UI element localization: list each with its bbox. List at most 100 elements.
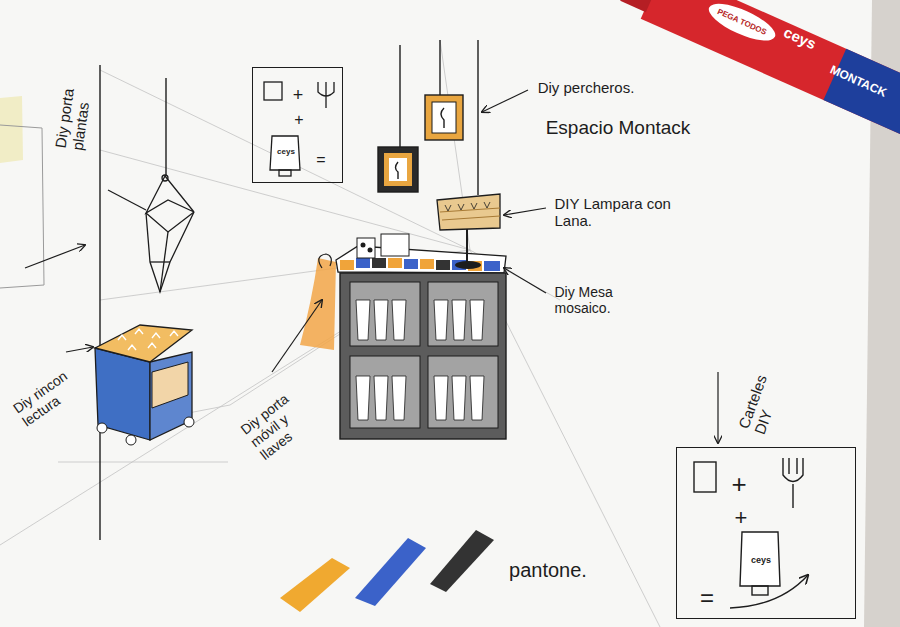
cube-shelf <box>470 376 484 420</box>
reading-nook <box>95 325 192 362</box>
wall-corner <box>439 40 440 95</box>
cube-shelf <box>350 282 420 346</box>
cube-shelf <box>374 376 388 420</box>
perspective-lines <box>0 250 470 545</box>
cube-shelf <box>434 300 448 340</box>
note-text: Diy percheros. <box>538 79 635 96</box>
box-text: + <box>294 111 303 129</box>
note-text: pantone. <box>509 559 587 582</box>
colour-swatches <box>280 558 350 612</box>
sign-recipe-top <box>264 82 334 176</box>
box-text: = <box>700 584 714 612</box>
perspective-lines <box>58 462 228 463</box>
hanging-planter <box>146 212 194 292</box>
phone-holder <box>300 258 336 350</box>
sign-recipe-bottom <box>752 586 768 595</box>
leader-arrows <box>25 245 85 268</box>
title-text: Espacio Montack <box>546 117 691 139</box>
note-text: Diy porta plantas <box>52 72 97 151</box>
coat-hook-frames <box>396 162 399 179</box>
note-text: Diy porta móvil y llaves <box>237 377 328 463</box>
cube-shelf <box>434 376 448 420</box>
cube-shelf <box>356 300 484 420</box>
sign-box: + + ceys = <box>252 67 343 183</box>
cube-shelf <box>374 300 388 340</box>
leader-arrows <box>66 347 93 352</box>
cube-shelf <box>452 300 466 340</box>
cube-shelf <box>392 376 406 420</box>
sign-recipe-top <box>270 136 300 170</box>
brand-text: ceys <box>781 23 819 52</box>
hanging-planter <box>146 175 194 292</box>
reading-nook <box>95 325 194 445</box>
shelf-objects <box>361 243 366 248</box>
note-text: DIY Lampara con Lana. <box>555 195 690 230</box>
box-text: ceys <box>751 555 771 565</box>
glue-tube <box>823 49 900 141</box>
cube-shelf <box>452 376 466 420</box>
coat-hook-frames <box>389 158 407 181</box>
wall-corner <box>477 40 478 195</box>
cube-shelf <box>404 259 418 269</box>
coat-hook-frames <box>441 108 444 128</box>
reading-nook <box>152 362 188 408</box>
coat-hook-frames <box>378 95 463 192</box>
sign-recipe-bottom <box>694 462 716 492</box>
brand-text: MONTACK <box>828 63 889 100</box>
sign-recipe-bottom <box>740 532 780 586</box>
colour-swatches <box>430 530 494 592</box>
leader-arrows <box>717 372 718 443</box>
wool-lamp <box>437 194 500 269</box>
hanging-planter <box>146 176 194 213</box>
wool-lamp <box>437 194 500 230</box>
sign-recipe-top <box>279 170 291 176</box>
box-text: = <box>316 151 325 169</box>
glue-tube <box>704 0 780 48</box>
leader-arrows <box>108 190 146 210</box>
box-text: ceys <box>277 147 295 156</box>
box-text: + <box>735 505 748 530</box>
cube-shelf <box>436 260 450 270</box>
cube-shelf <box>336 246 506 439</box>
phone-holder <box>300 254 336 350</box>
box-text: + <box>731 470 746 500</box>
paper-sheet <box>0 96 23 163</box>
cube-shelf <box>372 258 386 268</box>
box-text: + <box>293 85 304 106</box>
phone-holder <box>319 254 332 268</box>
shelf-objects <box>381 234 409 256</box>
cube-shelf <box>340 273 506 439</box>
wool-lamp <box>466 229 468 262</box>
hanging-planter <box>150 261 170 262</box>
cube-shelf <box>356 258 370 268</box>
reading-nook <box>97 423 107 433</box>
cube-shelf <box>484 261 500 271</box>
coat-hook-frames <box>432 102 456 133</box>
note-text: Diy Mesa mosaico. <box>555 284 670 316</box>
hanging-planter <box>146 212 194 232</box>
shelf-objects <box>357 238 375 258</box>
coat-hook-frames <box>384 153 412 186</box>
wall-corner <box>399 45 400 147</box>
sign-recipe-top <box>318 82 334 108</box>
paper-sheet <box>0 0 872 627</box>
coat-hook-frames <box>378 147 418 192</box>
cube-shelf <box>356 300 370 340</box>
brand-text: PEGA TODOS <box>716 7 768 37</box>
wool-lamp <box>445 202 490 211</box>
coat-hook-frames <box>425 95 463 140</box>
wall-corner <box>165 78 166 176</box>
perspective-lines <box>100 70 470 250</box>
reading-nook <box>95 348 150 440</box>
sign-recipe-bottom <box>783 458 803 508</box>
shelf-objects <box>357 234 409 258</box>
leader-arrows <box>25 90 718 443</box>
colour-swatches <box>355 538 426 606</box>
cube-shelf <box>428 356 498 428</box>
leader-arrows <box>272 300 322 372</box>
sign-recipe-top <box>264 82 282 100</box>
